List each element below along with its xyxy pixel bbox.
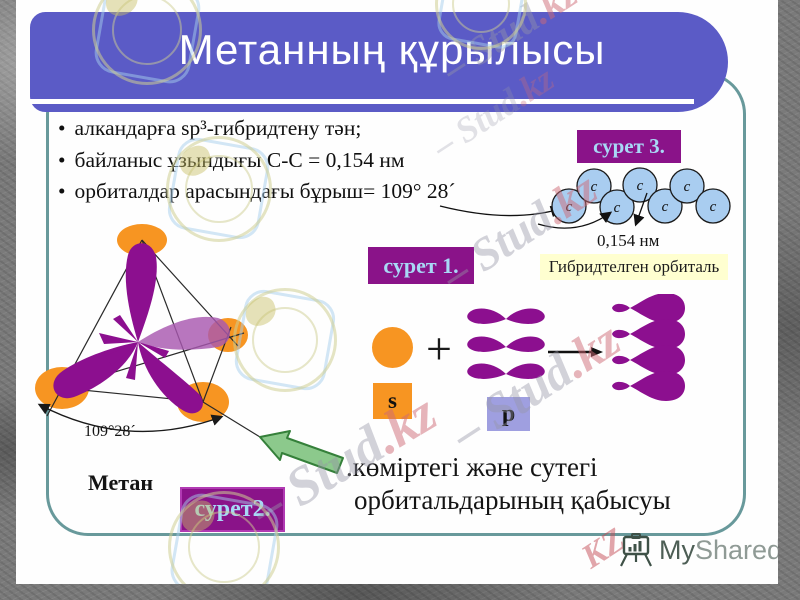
bullet-text: байланыс ұзындығы С-С = 0,154 нм bbox=[74, 147, 405, 172]
arrow-head bbox=[591, 347, 603, 357]
atom-label: с bbox=[637, 178, 644, 194]
pointer-line-to-chain bbox=[439, 205, 563, 218]
hybrid-orbital bbox=[612, 319, 685, 349]
carbon-atom-circle bbox=[647, 188, 683, 224]
myshared-text-my: My bbox=[659, 535, 695, 565]
green-arrow bbox=[259, 430, 344, 474]
s-orbital-label: s bbox=[373, 383, 412, 419]
slide-title: Метанның құрылысы bbox=[178, 26, 606, 73]
s-orbital-circle bbox=[372, 327, 413, 368]
slide-header: Метанның құрылысы bbox=[30, 12, 728, 112]
hybrid-orbital bbox=[612, 371, 685, 401]
atom-label: с bbox=[662, 199, 669, 215]
bottom-caption-line2: орбитальдарының қабысуы bbox=[354, 485, 671, 515]
bond-length-label: 0,154 нм bbox=[597, 231, 660, 250]
bullet-item: • алкандарға sp³-гибридтену тән; bbox=[58, 116, 455, 148]
bullet-text: орбиталдар арасындағы бұрыш= 109° 28´ bbox=[74, 179, 456, 203]
methane-name-label: Метан bbox=[88, 470, 153, 495]
figure3-label: сурет 3. bbox=[577, 130, 681, 163]
hybrid-orbital bbox=[612, 345, 685, 375]
myshared-logo[interactable]: MyShared bbox=[618, 533, 778, 568]
myshared-text-shared: Shared bbox=[695, 535, 778, 565]
hybrid-orbitals bbox=[612, 294, 685, 401]
p-orbitals-diagram bbox=[467, 308, 545, 379]
bullet-item: • орбиталдар арасындағы бұрыш= 109° 28´ bbox=[58, 179, 455, 211]
carbon-atom-circle bbox=[669, 168, 705, 204]
bullet-marker: • bbox=[58, 116, 66, 140]
bullet-marker: • bbox=[58, 179, 66, 203]
atom-label: с bbox=[566, 199, 573, 215]
carbon-atom-circle bbox=[576, 168, 612, 204]
lobe-right bbox=[138, 316, 230, 350]
atom-label: с bbox=[710, 199, 717, 215]
bond-length-arrow bbox=[633, 192, 648, 227]
curved-pointer-arrow bbox=[537, 211, 613, 229]
carbon-atom-circle bbox=[695, 188, 731, 224]
p-orbital-bowtie bbox=[467, 308, 545, 324]
atom-label: с bbox=[614, 200, 621, 216]
green-block-arrow bbox=[259, 430, 344, 474]
center-spikes bbox=[99, 315, 169, 380]
carbon-atom-labels: с с с с с с с bbox=[566, 178, 717, 216]
bond-angle-arc bbox=[37, 403, 224, 433]
sp3-hybrid-orbitals-diagram bbox=[612, 294, 685, 401]
carbon-chain-diagram: с с с с с с с bbox=[439, 167, 731, 229]
atom-label: с bbox=[684, 179, 691, 195]
bottom-caption-line1: .көміртегі және сутегі bbox=[346, 452, 598, 482]
methane-molecule-diagram: 109°28´ bbox=[35, 224, 261, 440]
bullet-marker: • bbox=[58, 147, 66, 172]
carbon-atoms bbox=[551, 167, 731, 225]
lobe-up bbox=[125, 243, 157, 342]
bullet-item: • байланыс ұзындығы С-С = 0,154 нм bbox=[58, 148, 455, 180]
carbon-atom-circle bbox=[622, 167, 658, 203]
hybrid-orbital bbox=[612, 294, 685, 323]
bullet-text: алкандарға sp³-гибридтену тән; bbox=[74, 116, 362, 140]
bullet-list: • алкандарға sp³-гибридтену тән; • байланы… bbox=[58, 116, 455, 211]
p-orbital-label: p bbox=[487, 397, 530, 431]
p-orbital-bowtie bbox=[467, 336, 545, 352]
p-orbital-bowties bbox=[467, 308, 545, 379]
figure2-label: сурет2. bbox=[180, 487, 285, 532]
header-underline bbox=[30, 99, 694, 104]
bottom-caption: .көміртегі және сутегі орбитальдарының қ… bbox=[346, 451, 671, 517]
bond-angle-label: 109°28´ bbox=[84, 423, 136, 440]
presentation-board-icon bbox=[620, 533, 652, 567]
atom-label: с bbox=[591, 179, 598, 195]
figure1-label: сурет 1. bbox=[368, 247, 474, 284]
carbon-atom-circle bbox=[551, 188, 587, 224]
slide: Метанның құрылысы • алкандарға sp³-гибрид… bbox=[16, 0, 778, 584]
plus-sign: + bbox=[426, 323, 452, 374]
hybrid-orbital-caption: Гибридтелген орбиталь bbox=[540, 254, 728, 280]
right-arrow bbox=[548, 347, 603, 357]
p-orbital-bowtie bbox=[467, 363, 545, 379]
